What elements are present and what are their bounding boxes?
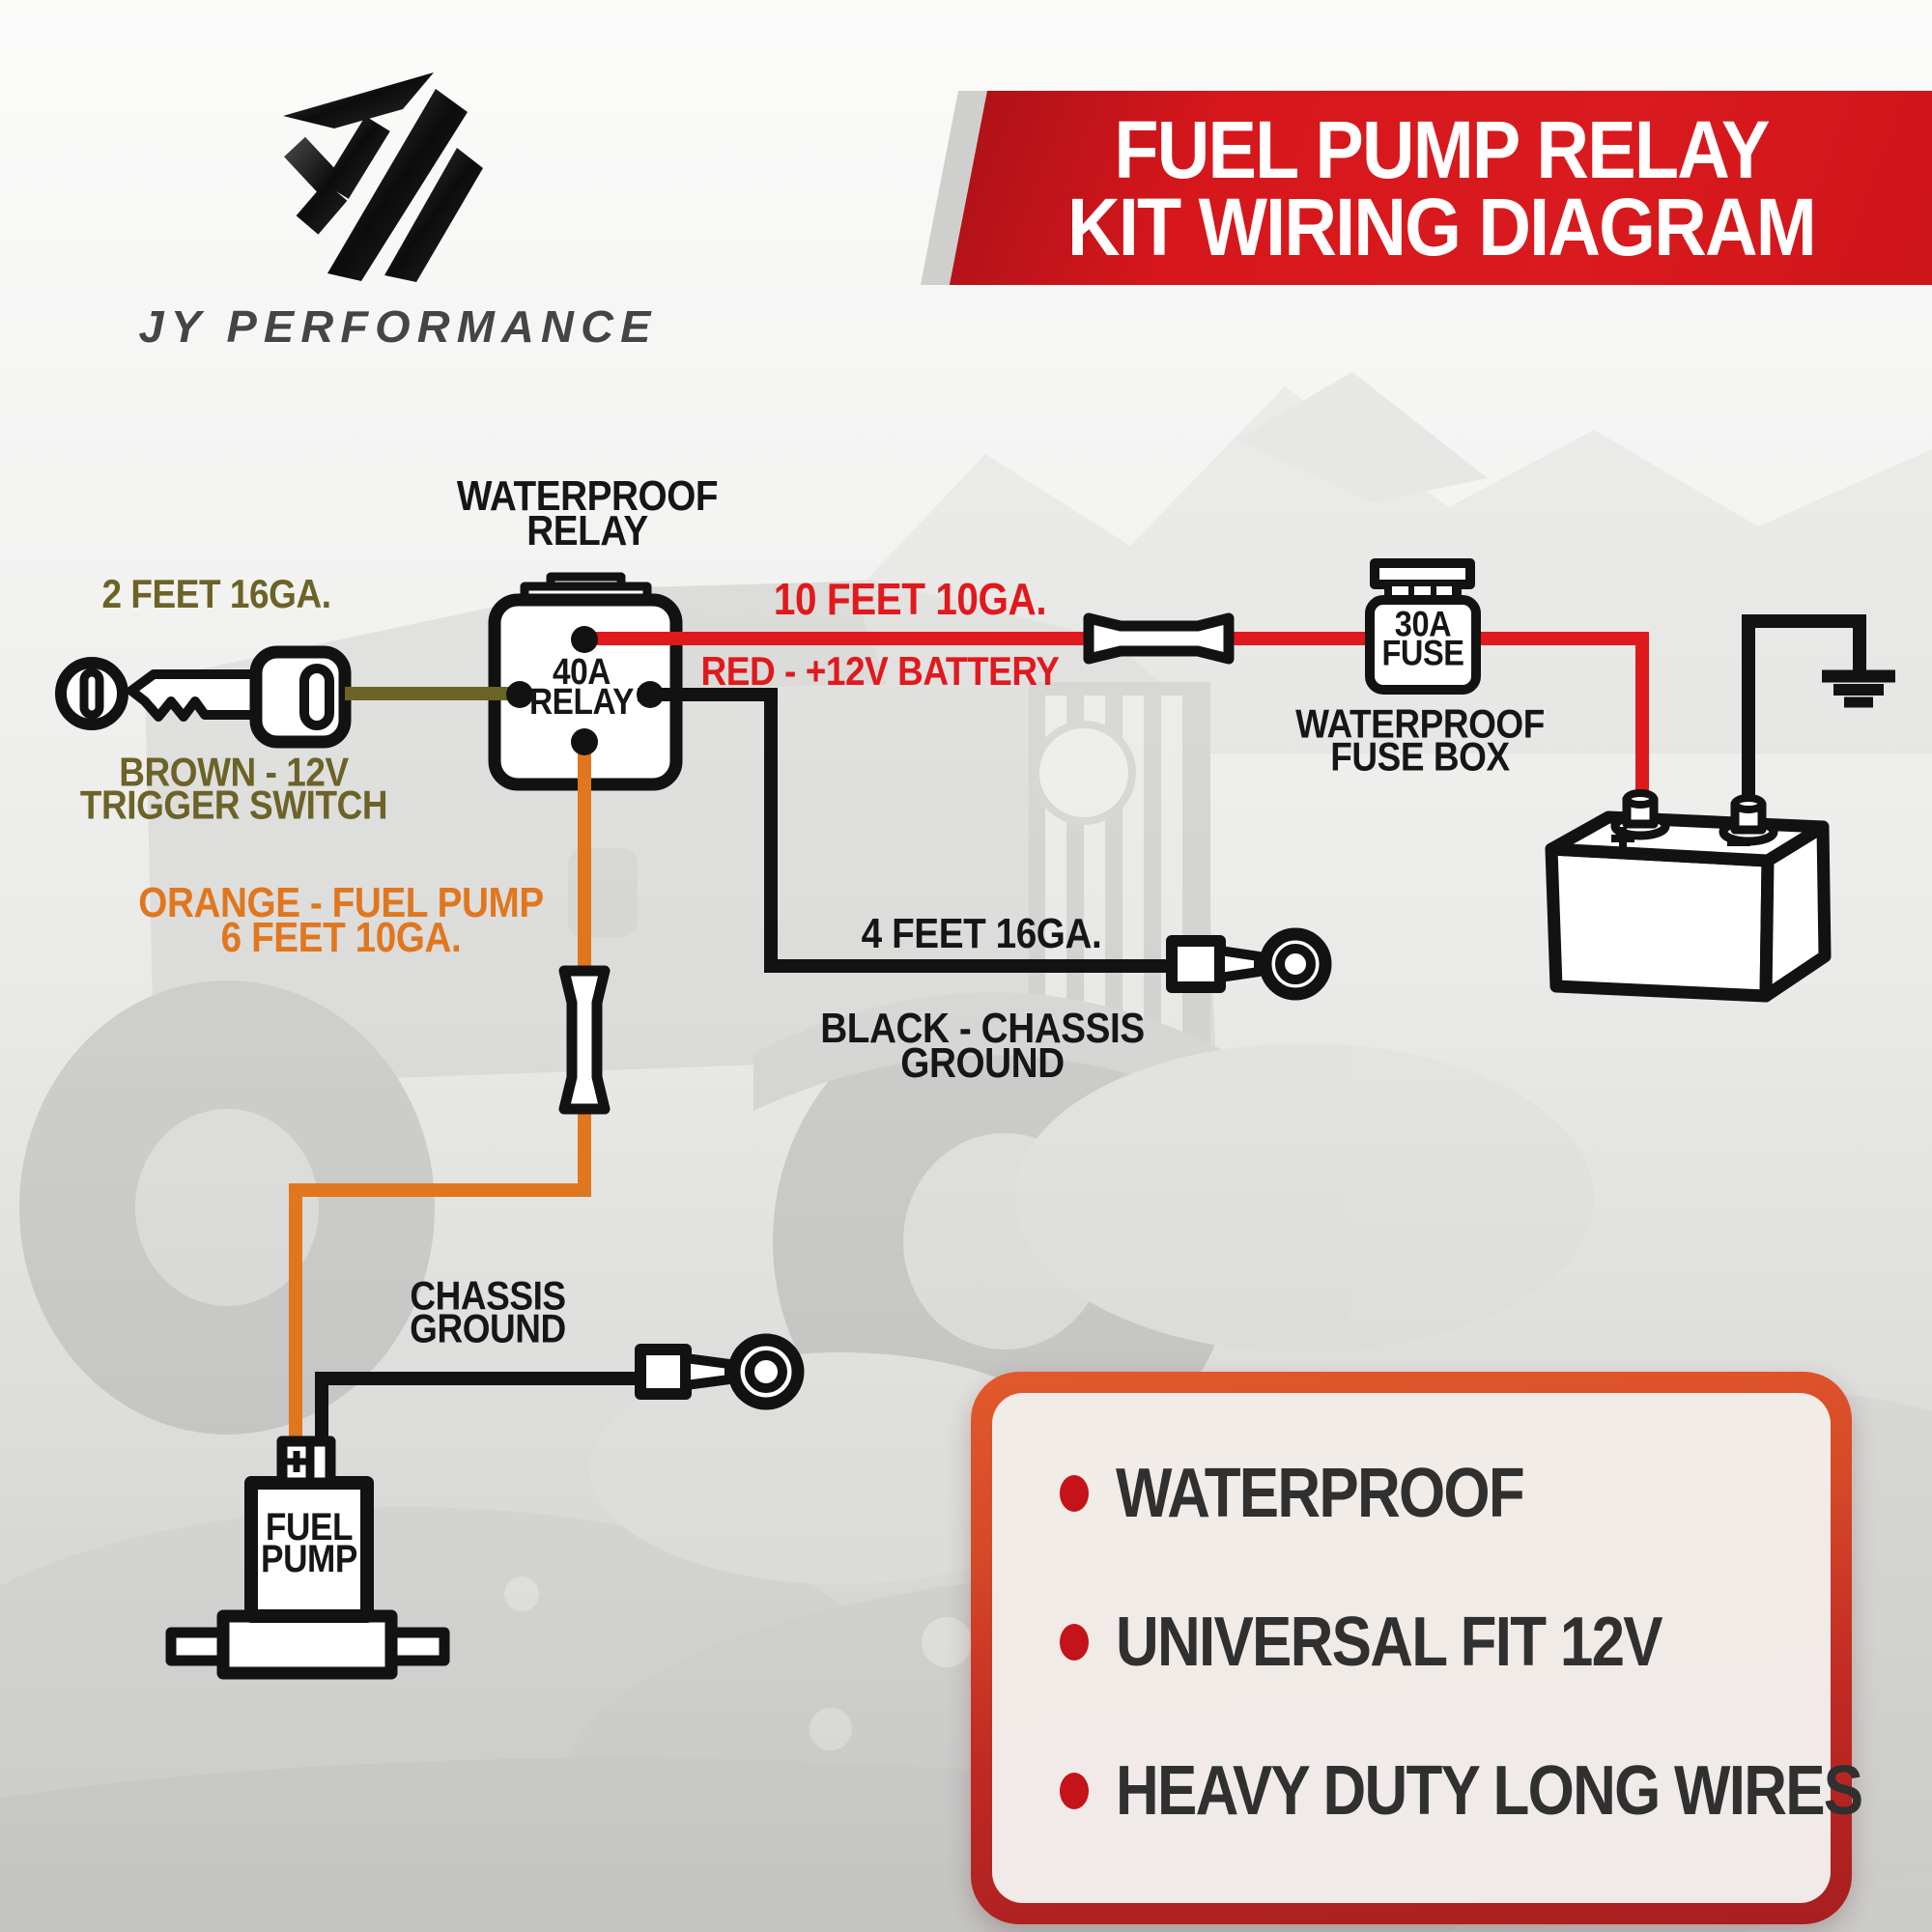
key-icon: [55, 645, 352, 749]
title-line1: FUEL PUMP RELAY: [1114, 104, 1770, 196]
ground-length-label: 4 FEET 16GA.: [861, 909, 1102, 957]
feature-row: HEAVY DUTY LONG WIRES: [1060, 1756, 1863, 1826]
page-title: FUEL PUMP RELAY KIT WIRING DIAGRAM: [1067, 104, 1817, 272]
feature-row: WATERPROOF: [1060, 1459, 1831, 1528]
ring-terminal-right: [1166, 927, 1332, 1001]
ground-wire-line1: BLACK - CHASSIS: [820, 1004, 1145, 1052]
trigger-wire-label: BROWN - 12V TRIGGER SWITCH: [79, 749, 388, 828]
relay-terminals: [506, 626, 664, 755]
bullet-icon: [1060, 1773, 1089, 1809]
trigger-wire-line2: TRIGGER SWITCH: [79, 782, 388, 828]
ground-wire-label: BLACK - CHASSIS GROUND: [820, 1004, 1145, 1087]
bullet-icon: [1060, 1475, 1089, 1512]
feature-universal-fit: UNIVERSAL FIT 12V: [1116, 1604, 1663, 1681]
brand-logo-mark: [283, 72, 483, 282]
feature-row: UNIVERSAL FIT 12V: [1060, 1607, 1831, 1677]
fuse-caption-line1: WATERPROOF: [1295, 700, 1545, 747]
battery-ground-wire: [1742, 614, 1866, 807]
features-panel: WATERPROOF UNIVERSAL FIT 12V HEAVY DUTY …: [992, 1393, 1863, 1903]
pump-terminal-block: [276, 1435, 336, 1489]
relay-heading-line2: RELAY: [526, 507, 648, 554]
ground-wire-line2: GROUND: [900, 1039, 1065, 1087]
features-panel-border: WATERPROOF UNIVERSAL FIT 12V HEAVY DUTY …: [971, 1372, 1863, 1924]
trigger-wire-line1: BROWN - 12V: [119, 749, 349, 795]
orange-pump-wire: [289, 734, 591, 1444]
bullet-icon: [1060, 1624, 1089, 1661]
mountain-peak: [1236, 372, 1488, 502]
battery-terminals: [1610, 789, 1778, 850]
logo-glyph: [283, 72, 483, 282]
relay-heading-label: WATERPROOF RELAY: [456, 471, 719, 554]
chassis-ground-line2: GROUND: [410, 1306, 566, 1351]
title-line2: KIT WIRING DIAGRAM: [1067, 182, 1817, 272]
battery-length-label: 10 FEET 10GA.: [773, 574, 1047, 625]
fuse-rating-label: 30A FUSE: [1381, 604, 1464, 673]
orange-wire-splice: [558, 965, 611, 1115]
trigger-length-label: 2 FEET 16GA.: [101, 570, 331, 616]
brand-name: JY PERFORMANCE: [138, 301, 658, 352]
fuel-pump-line2: PUMP: [261, 1538, 357, 1580]
relay-heading-line1: WATERPROOF: [456, 471, 719, 520]
battery: [1545, 810, 1832, 1003]
relay-rating-line2: RELAY: [528, 682, 635, 723]
chassis-ground-label: CHASSIS GROUND: [410, 1272, 566, 1351]
relay-rating-label: 40A RELAY: [528, 651, 635, 723]
fuse-rating-line1: 30A: [1394, 604, 1452, 644]
pump-wire-line2: 6 FEET 10GA.: [220, 914, 462, 961]
fuse-rating-line2: FUSE: [1381, 634, 1464, 673]
red-wire-splice: [1083, 612, 1235, 665]
battery-wire-label: RED - +12V BATTERY: [700, 647, 1060, 694]
fuse-box: [1365, 558, 1481, 695]
fuel-pump-line1: FUEL: [265, 1506, 354, 1549]
ring-terminal-left: [635, 1333, 805, 1410]
ground-symbol: [1822, 669, 1895, 708]
black-chassis-wire: [638, 688, 1174, 973]
pump-ground-wire: [315, 1372, 642, 1444]
fuse-caption-line2: FUSE BOX: [1330, 734, 1510, 780]
feature-waterproof: WATERPROOF: [1116, 1455, 1525, 1532]
chassis-ground-line1: CHASSIS: [410, 1272, 566, 1319]
pump-wire-line1: ORANGE - FUEL PUMP: [138, 878, 544, 926]
pump-wire-label: ORANGE - FUEL PUMP 6 FEET 10GA.: [138, 878, 544, 961]
feature-heavy-duty: HEAVY DUTY LONG WIRES: [1116, 1752, 1863, 1830]
red-battery-wire: [584, 632, 1649, 804]
relay-rating-line1: 40A: [552, 651, 611, 693]
fuse-caption-label: WATERPROOF FUSE BOX: [1295, 700, 1545, 780]
fuel-pump-label: FUEL PUMP: [261, 1506, 357, 1580]
